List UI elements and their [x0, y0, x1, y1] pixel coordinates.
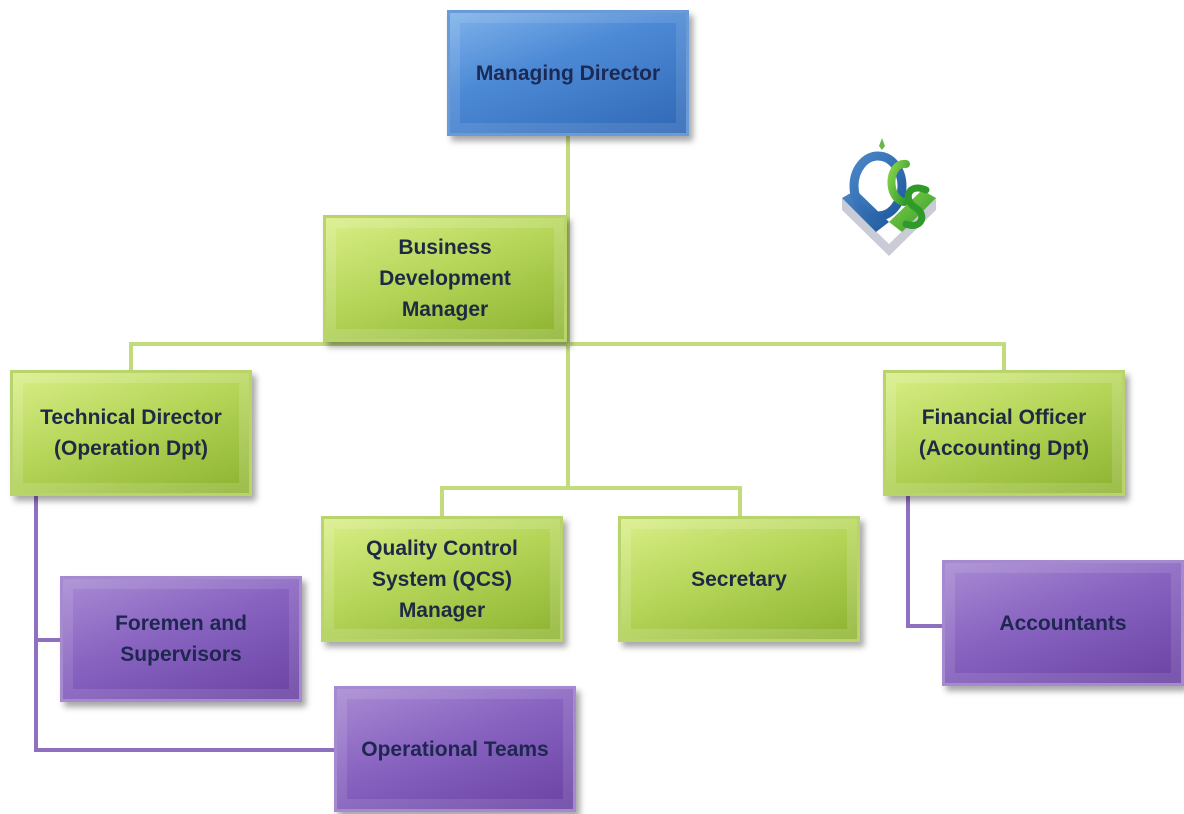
node-operational-teams: Operational Teams	[334, 686, 576, 812]
node-label: Accountants	[999, 611, 1127, 635]
node-technical-director: Technical Director (Operation Dpt)	[10, 370, 252, 496]
node-accountants: Accountants	[942, 560, 1184, 686]
node-label: Operational Teams	[361, 737, 549, 761]
node-label: Technical Director (Operation Dpt)	[40, 406, 222, 460]
node-foremen-supervisors: Foremen and Supervisors	[60, 576, 302, 702]
node-business-development-manager: Business Development Manager	[323, 215, 567, 342]
node-label: Foremen and Supervisors	[115, 612, 247, 666]
node-label: Quality Control System (QCS) Manager	[366, 536, 518, 622]
node-managing-director: Managing Director	[447, 10, 689, 136]
node-label: Business Development Manager	[379, 236, 511, 321]
node-financial-officer: Financial Officer (Accounting Dpt)	[883, 370, 1125, 496]
node-label: Financial Officer (Accounting Dpt)	[918, 406, 1090, 460]
node-label: Secretary	[691, 567, 787, 591]
qcs-logo	[842, 138, 936, 256]
node-qcs-manager: Quality Control System (QCS) Manager	[321, 516, 563, 642]
node-label: Managing Director	[475, 61, 661, 85]
node-secretary: Secretary	[618, 516, 860, 642]
